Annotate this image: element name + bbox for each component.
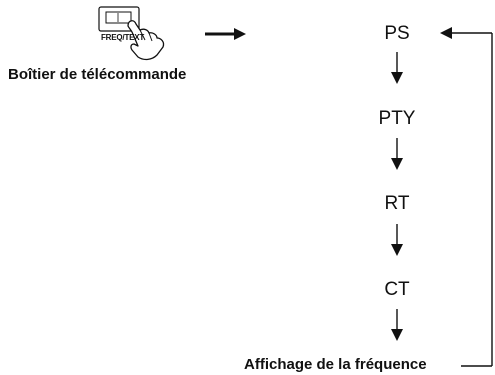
frequency-display-label: Affichage de la fréquence (244, 356, 427, 373)
arrow-pty-to-rt (391, 138, 403, 170)
mode-rt: RT (384, 193, 410, 214)
return-loop-line (440, 27, 493, 367)
hand-pointer-icon (127, 20, 165, 61)
arrow-rt-to-ct (391, 224, 403, 256)
mode-ps: PS (384, 23, 410, 44)
freq-text-button-label: FREQ/TEXT (101, 33, 145, 42)
mode-ct: CT (384, 279, 410, 300)
mode-pty: PTY (378, 108, 416, 129)
remote-caption: Boîtier de télécommande (8, 66, 187, 83)
arrow-ps-to-pty (391, 52, 403, 84)
arrow-ct-to-freq (391, 309, 403, 341)
